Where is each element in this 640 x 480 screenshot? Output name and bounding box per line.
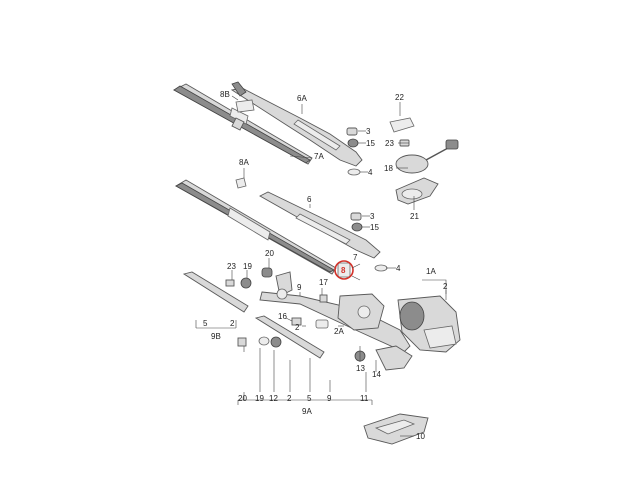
bracket-14[interactable] [375,345,413,371]
nut-3-mid[interactable] [350,212,362,221]
label-19-bottom: 19 [255,394,264,403]
label-3-top: 3 [366,127,371,136]
label-12: 12 [269,394,278,403]
cap-12[interactable] [270,336,282,348]
label-8B: 8B [220,90,230,99]
label-7A: 7A [314,152,324,161]
cap-15-top[interactable] [347,138,359,148]
label-17: 17 [319,278,328,287]
label-11: 11 [360,394,369,403]
label-9A: 9A [302,407,312,416]
label-10: 10 [416,432,425,441]
label-2-left: 2 [230,319,235,328]
label-20-top: 20 [265,249,274,258]
wiper-linkage-9A[interactable] [254,271,411,359]
cover-21[interactable] [395,177,439,205]
label-4-top: 4 [368,168,373,177]
clip-22[interactable] [389,117,415,133]
nut-3-top[interactable] [346,127,358,136]
label-20-bottom: 20 [238,394,247,403]
cap-15-mid[interactable] [351,222,363,232]
bolt-20-bottom[interactable] [237,337,247,347]
part-8-highlighted[interactable] [334,260,354,280]
wiper-motor-1A[interactable] [397,295,461,353]
label-15-top: 15 [366,139,375,148]
linkage-9B[interactable] [182,271,249,313]
label-19-top: 19 [243,262,252,271]
label-15-mid: 15 [370,223,379,232]
label-2-motor: 2 [443,282,448,291]
label-2A: 2A [334,327,344,336]
washer-4-mid[interactable] [374,264,388,272]
bush-20-top[interactable] [261,267,273,278]
grommet-19-top[interactable] [240,277,252,289]
cap-18[interactable] [395,139,459,174]
label-8: 8 [341,266,346,275]
label-21: 21 [410,212,419,221]
label-9-link: 9 [297,283,302,292]
label-1A: 1A [426,267,436,276]
highlight-ring [334,260,354,280]
wiper-arm-6[interactable] [259,191,381,259]
label-4-mid: 4 [396,264,401,273]
bolt-23[interactable] [225,279,235,287]
label-16: 16 [278,312,287,321]
wiper-blade-7A[interactable] [173,83,313,165]
grommet-19-bottom[interactable] [258,336,270,346]
leader-lines [195,95,447,437]
label-14: 14 [372,370,381,379]
label-8A: 8A [239,158,249,167]
label-23-top: 23 [385,139,394,148]
label-22: 22 [395,93,404,102]
label-5-bottom: 5 [307,394,312,403]
clip-16[interactable] [291,317,302,326]
label-2-bottom: 2 [287,394,292,403]
washer-4-top[interactable] [347,168,361,176]
clip-8B[interactable] [235,99,255,113]
label-9-bottom: 9 [327,394,332,403]
label-9B: 9B [211,332,221,341]
label-6: 6 [307,195,312,204]
label-2-mid: 2 [295,323,300,332]
bolt-17[interactable] [319,294,328,303]
label-13: 13 [356,364,365,373]
label-7: 7 [353,253,358,262]
bush-2A[interactable] [315,319,329,329]
cover-10[interactable] [363,413,429,445]
label-18: 18 [384,164,393,173]
wiper-arm-6A[interactable] [230,81,363,167]
label-3-mid: 3 [370,212,375,221]
label-23: 23 [227,262,236,271]
part-labels: 8B 6A 22 3 15 7A 23 18 4 8A 21 6 3 15 20… [203,90,448,441]
label-5-left: 5 [203,319,208,328]
label-6A: 6A [297,94,307,103]
